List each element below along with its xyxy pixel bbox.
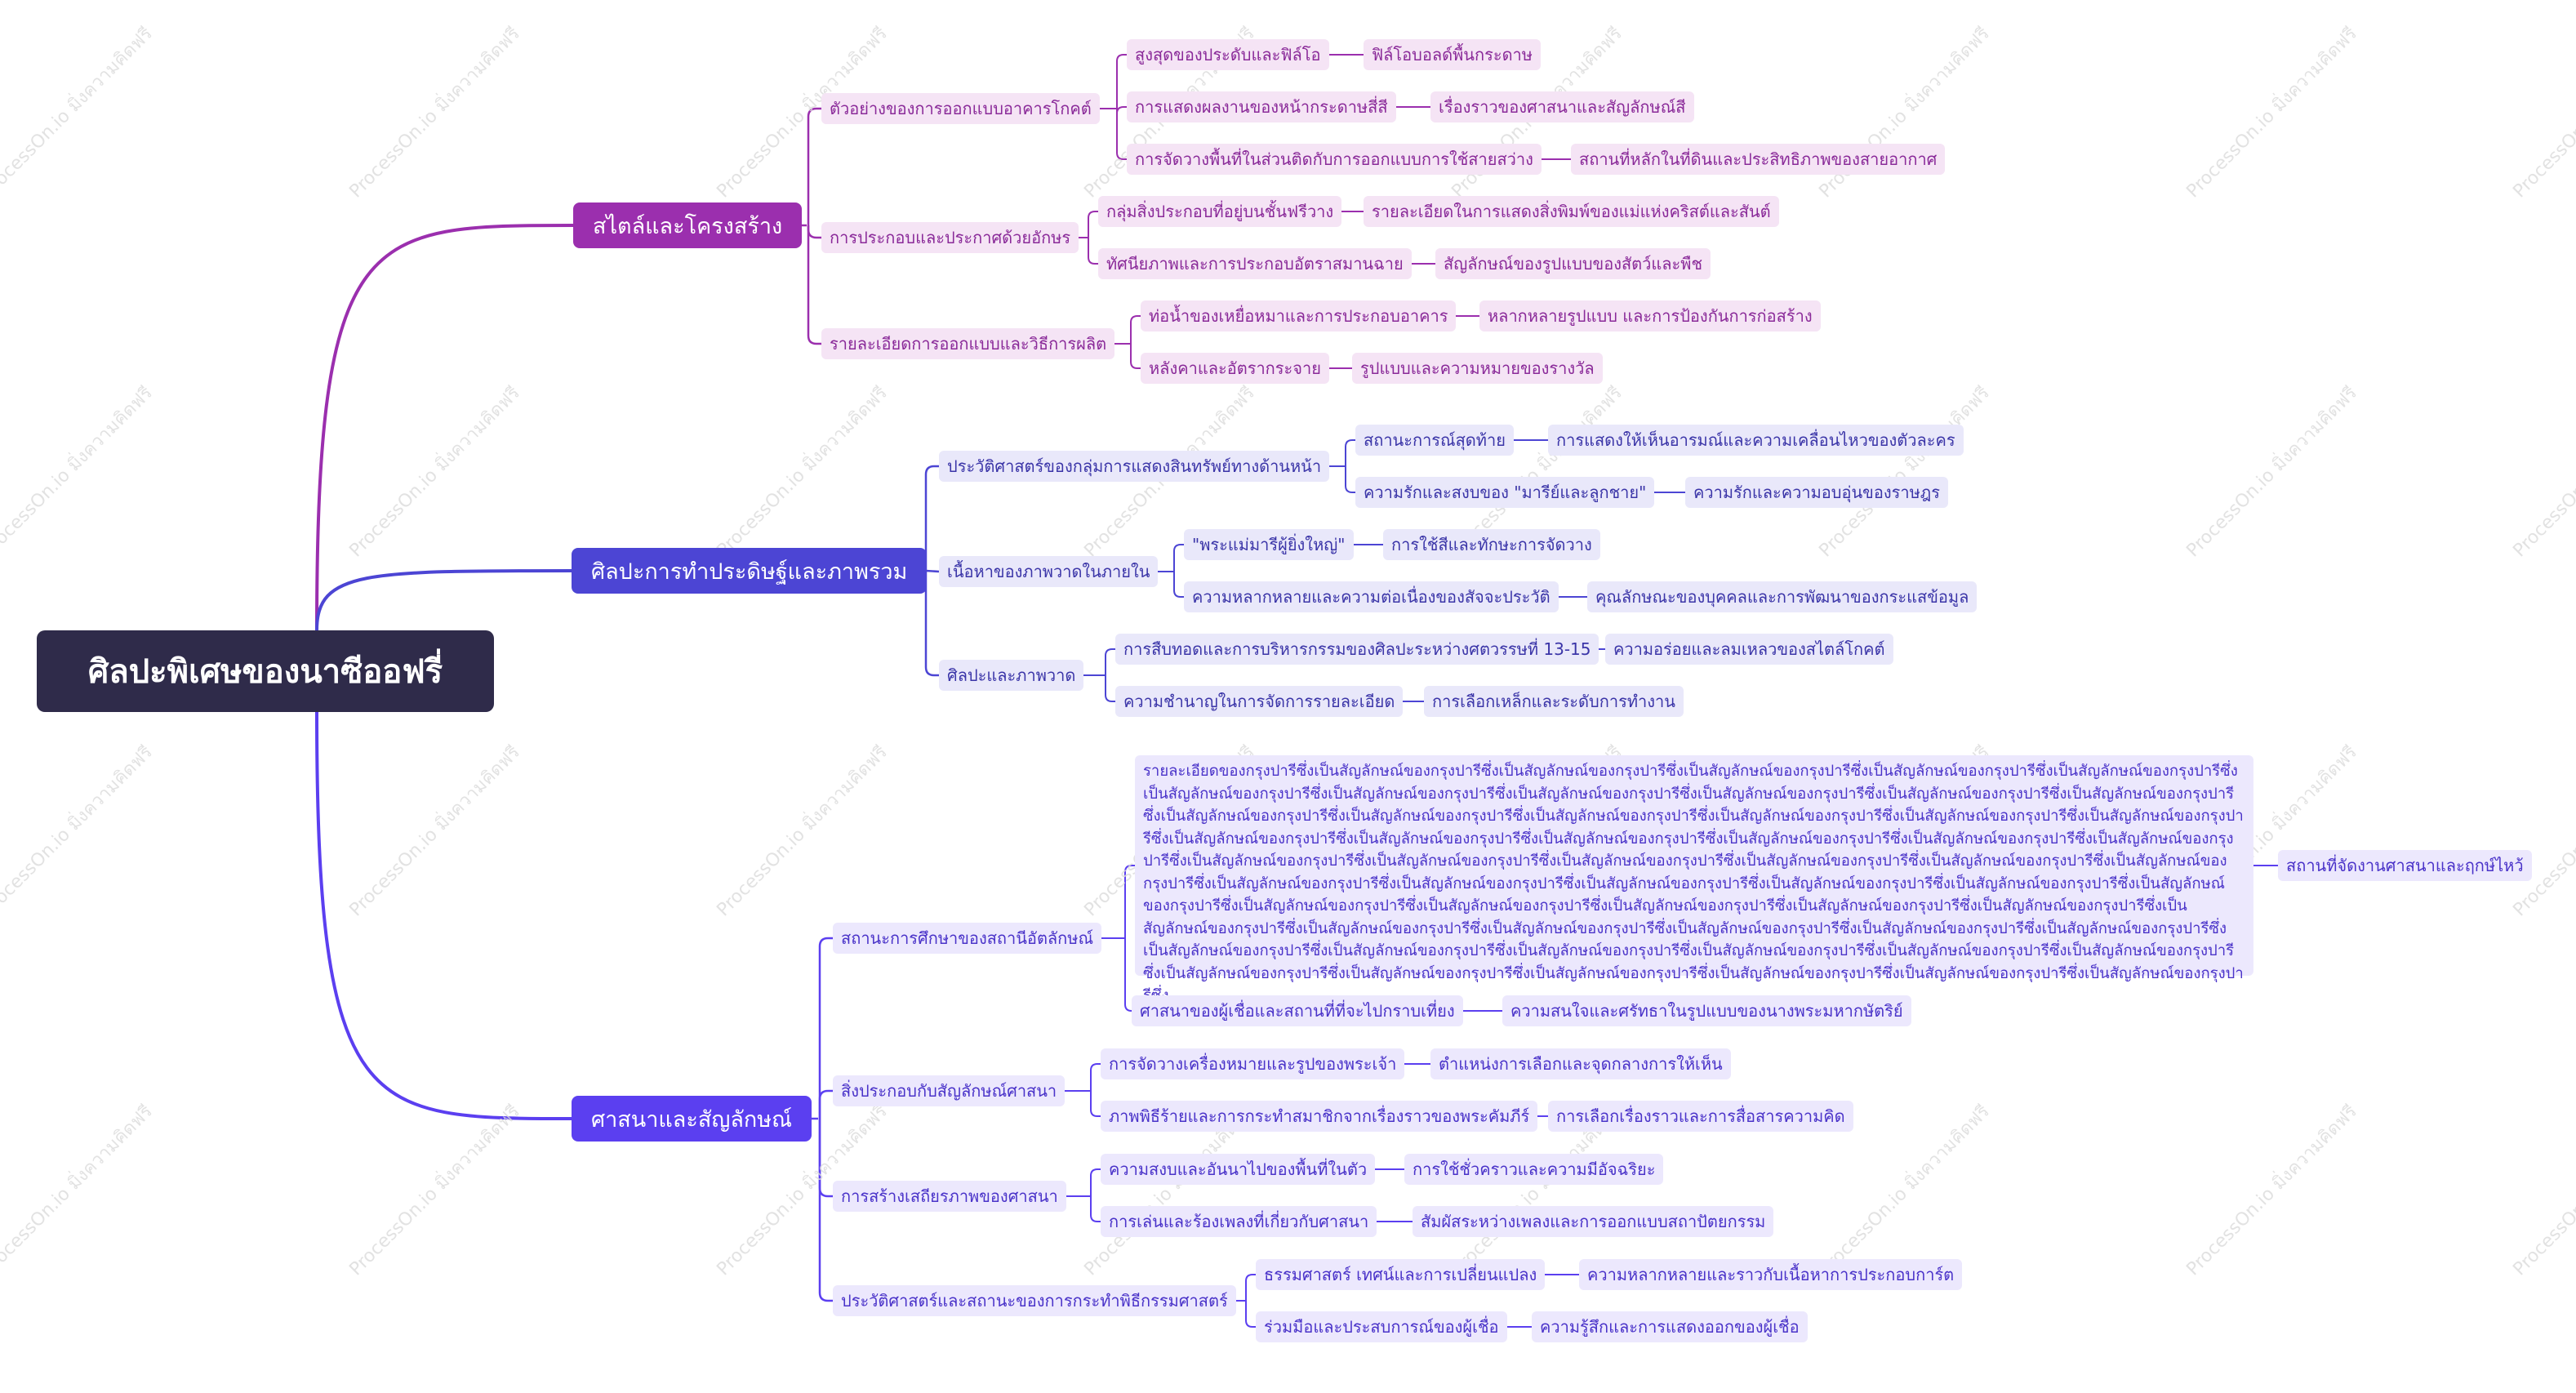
leaf-truth-continuity[interactable]: ความหลากหลายและความต่อเนื่องของสัจจะประว…	[1184, 581, 1559, 612]
leaf-ornament-peak[interactable]: สูงสุดของประดับและฟิล์โอ	[1127, 39, 1329, 70]
topic-gothic-examples[interactable]: ตัวอย่างของการออกแบบอาคารโกคต์	[821, 93, 1100, 124]
leaf-character-emotion[interactable]: การแสดงให้เห็นอารมณ์และความเคลื่อนไหวของ…	[1548, 425, 1964, 456]
branch-style-structure[interactable]: สไตล์และโครงสร้าง	[573, 202, 803, 248]
leaf-steel-level[interactable]: การเลือกเหล็กและระดับการทำงาน	[1424, 686, 1684, 717]
leaf-four-color-pages[interactable]: การแสดงผลงานของหน้ากระดาษสี่สี	[1127, 91, 1396, 122]
leaf-roof-ratio[interactable]: หลังคาและอัตรากระจาย	[1141, 353, 1329, 384]
leaf-drainage-building[interactable]: ท่อน้ำของเหยื่อหมาและการประกอบอาคาร	[1141, 300, 1457, 332]
topic-ritual-history[interactable]: ประวัติศาสตร์และสถานะของการกระทำพิธีกรรม…	[833, 1285, 1236, 1316]
leaf-information-flow[interactable]: คุณลักษณะของบุคคลและการพัฒนาของกระแสข้อม…	[1587, 581, 1978, 612]
leaf-detail-expertise[interactable]: ความชำนาญในการจัดการรายละเอียด	[1115, 686, 1404, 717]
leaf-space-lighting[interactable]: การจัดวางพื้นที่ในส่วนติดกับการออกแบบการ…	[1127, 144, 1542, 175]
leaf-construction-protection[interactable]: หลากหลายรูปแบบ และการป้องกันการก่อสร้าง	[1479, 300, 1821, 332]
leaf-paris-symbol-detail[interactable]: รายละเอียดของกรุงปารีซึ่งเป็นสัญลักษณ์ขอ…	[1135, 755, 2253, 1004]
leaf-gothic-success-failure[interactable]: ความอร่อยและลมเหลวของสไตล์โกคต์	[1605, 634, 1893, 665]
leaf-ornament-paper[interactable]: ฟิล์โอบอลด์พื้นกระดาษ	[1364, 39, 1541, 70]
topic-interior-painting[interactable]: เนื้อหาของภาพวาดในภายใน	[939, 556, 1159, 587]
leaf-13-15-century[interactable]: การสืบทอดและการบริหารกรรมของศิลปะระหว่าง…	[1115, 634, 1599, 665]
leaf-peaceful-space[interactable]: ความสงบและอันนาไปของพื้นที่ในตัว	[1101, 1154, 1376, 1185]
topic-assembly-lettering[interactable]: การประกอบและประกาศด้วยอักษร	[821, 222, 1079, 253]
leaf-genius-use[interactable]: การใช้ชั่วคราวและความมีอัจฉริยะ	[1404, 1154, 1664, 1185]
topic-art-painting[interactable]: ศิลปะและภาพวาด	[939, 660, 1084, 691]
topic-religious-stability[interactable]: การสร้างเสถียรภาพของศาสนา	[833, 1181, 1066, 1212]
topic-design-production[interactable]: รายละเอียดการออกแบบและวิธีการผลิต	[821, 328, 1115, 359]
branch-religion-symbol[interactable]: ศาสนาและสัญลักษณ์	[572, 1096, 812, 1142]
leaf-queen-faith[interactable]: ความสนใจและศรัทธาในรูปแบบของนางพระมหากษั…	[1502, 995, 1911, 1026]
leaf-great-mary[interactable]: "พระแม่มารีผู้ยิ่งใหญ่"	[1184, 529, 1354, 560]
leaf-believer-expression[interactable]: ความรู้สึกและการแสดงออกของผู้เชื่อ	[1532, 1311, 1808, 1342]
leaf-story-communication[interactable]: การเลือกเรื่องราวและการสื่อสารความคิด	[1548, 1101, 1853, 1132]
leaf-focal-position[interactable]: ตำแหน่งการเลือกและจุดกลางการให้เห็น	[1430, 1048, 1731, 1079]
leaf-believer-experience[interactable]: ร่วมมือและประสบการณ์ของผู้เชื่อ	[1256, 1311, 1507, 1342]
leaf-animal-plant-symbol[interactable]: สัญลักษณ์ของรูปแบบของสัตว์และพืช	[1435, 248, 1711, 279]
leaf-sermon-change[interactable]: ธรรมศาสตร์ เทศน์และการเปลี่ยนแปลง	[1256, 1259, 1546, 1290]
leaf-music-architecture[interactable]: สัมผัสระหว่างเพลงและการออกแบบสถาปัตยกรรม	[1413, 1206, 1774, 1237]
topic-front-history[interactable]: ประวัติศาสตร์ของกลุ่มการแสดงสินทรัพย์ทาง…	[939, 451, 1330, 482]
topic-religious-symbols[interactable]: สิ่งประกอบกับสัญลักษณ์ศาสนา	[833, 1075, 1066, 1106]
leaf-god-image-layout[interactable]: การจัดวางเครื่องหมายและรูปของพระเจ้า	[1101, 1048, 1405, 1079]
leaf-card-diversity[interactable]: ความหลากหลายและราวกับเนื้อหาการประกอบการ…	[1579, 1259, 1963, 1290]
leaf-final-situation[interactable]: สถานะการณ์สุดท้าย	[1355, 425, 1514, 456]
leaf-perspective-ratio[interactable]: ทัศนียภาพและการประกอบอัตราสมานฉาย	[1098, 248, 1412, 279]
branch-craft-overview[interactable]: ศิลปะการทำประดิษฐ์และภาพรวม	[572, 548, 928, 594]
leaf-antenna-efficiency[interactable]: สถานที่หลักในที่ดินและประสิทธิภาพของสายอ…	[1571, 144, 1946, 175]
topic-identity-station[interactable]: สถานะการศึกษาของสถานีอัตลักษณ์	[833, 923, 1102, 954]
leaf-religious-songs[interactable]: การเล่นและร้องเพลงที่เกี่ยวกับศาสนา	[1101, 1206, 1377, 1237]
leaf-mary-son-love[interactable]: ความรักและสงบของ "มารีย์และลูกชาย"	[1355, 477, 1655, 508]
leaf-shelf-group[interactable]: กลุ่มสิ่งประกอบที่อยู่บนชั้นฟรีวาง	[1098, 196, 1342, 227]
leaf-color-layout-skill[interactable]: การใช้สีและทักษะการจัดวาง	[1383, 529, 1600, 560]
leaf-ritual-venue[interactable]: สถานที่จัดงานศาสนาและฤกษ์ไหว้	[2278, 850, 2532, 881]
root-node[interactable]: ศิลปะพิเศษของนาซีออฟรี่	[37, 630, 494, 712]
leaf-award-meaning[interactable]: รูปแบบและความหมายของรางวัล	[1352, 353, 1603, 384]
leaf-print-detail[interactable]: รายละเอียดในการแสดงสิ่งพิมพ์ของแม่แห่งคร…	[1364, 196, 1779, 227]
leaf-scripture-scene[interactable]: ภาพพิธีร้ายและการกระทำสมาชิกจากเรื่องราว…	[1101, 1101, 1538, 1132]
leaf-citizen-warmth[interactable]: ความรักและความอบอุ่นของราษฎร	[1685, 477, 1948, 508]
leaf-believer-pilgrimage[interactable]: ศาสนาของผู้เชื่อและสถานที่ที่จะไปกราบเที…	[1132, 995, 1463, 1026]
leaf-religion-color-story[interactable]: เรื่องราวของศาสนาและสัญลักษณ์สี	[1430, 91, 1694, 122]
